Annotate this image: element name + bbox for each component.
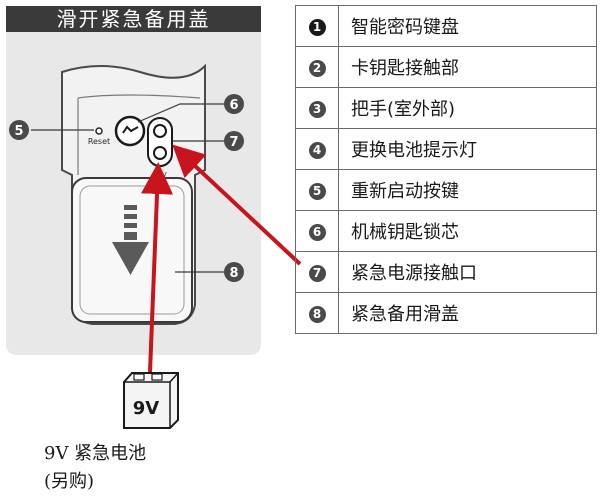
legend-row: 4 更换电池提示灯	[295, 128, 597, 170]
callout-7: 7	[224, 131, 244, 151]
slide-down-arrow-icon	[112, 205, 149, 275]
battery-label: 9V	[133, 398, 160, 419]
battery-9v-icon	[123, 372, 179, 429]
legend-row: 3 把手(室外部)	[295, 87, 597, 129]
legend-number-badge: 5	[308, 183, 326, 200]
legend-row: 6 机械钥匙锁芯	[295, 210, 597, 252]
red-arrows	[141, 144, 302, 373]
legend-row: 2 卡钥匙接触部	[295, 46, 597, 88]
legend-row: 1 智能密码键盘	[295, 5, 597, 47]
legend-number-badge: 7	[308, 265, 326, 282]
legend-text: 智能密码键盘	[338, 5, 597, 47]
legend-row: 7 紧急电源接触口	[295, 251, 597, 293]
battery-caption: 9V 紧急电池 (另购)	[44, 440, 146, 496]
legend-number-badge: 3	[308, 101, 326, 118]
reset-label: Reset	[88, 137, 110, 146]
svg-text:8: 8	[229, 266, 238, 281]
legend-text: 重新启动按键	[338, 169, 597, 211]
legend-text: 紧急电源接触口	[338, 251, 597, 293]
legend-row: 8 紧急备用滑盖	[295, 292, 597, 334]
arrow-battery-to-terminal	[141, 162, 174, 373]
leader-lines	[31, 103, 224, 273]
legend-row: 5 重新启动按键	[295, 169, 597, 211]
legend-text: 更换电池提示灯	[338, 128, 597, 170]
legend-number-badge: 2	[308, 60, 326, 77]
callout-8: 8	[224, 262, 244, 282]
svg-text:7: 7	[229, 135, 238, 150]
legend-table: 1 智能密码键盘 2 卡钥匙接触部 3 把手(室外部) 4 更换电池提示灯 5 重新启动按键 6 机械…	[295, 5, 597, 334]
battery-caption-line2: (另购)	[44, 471, 95, 492]
svg-text:6: 6	[229, 98, 238, 113]
legend-text: 卡钥匙接触部	[338, 46, 597, 88]
legend-number-badge: 6	[308, 224, 326, 241]
callout-6: 6	[224, 94, 244, 114]
legend-number-badge: 4	[308, 142, 326, 159]
arrow-legend-to-terminal	[172, 144, 302, 266]
legend-text: 机械钥匙锁芯	[338, 210, 597, 252]
section-title: 滑开紧急备用盖	[6, 6, 261, 32]
legend-number-badge: 8	[308, 306, 326, 323]
leader-6	[137, 103, 224, 123]
reset-button	[95, 127, 103, 135]
legend-text: 紧急备用滑盖	[338, 292, 597, 334]
battery-caption-line1: 9V 紧急电池	[44, 443, 147, 464]
key-cylinder	[114, 115, 146, 147]
legend-number-badge: 1	[308, 19, 326, 36]
legend-text: 把手(室外部)	[338, 87, 597, 129]
callout-5: 5	[9, 120, 29, 140]
emergency-power-terminals	[147, 117, 173, 167]
svg-text:5: 5	[14, 124, 23, 139]
